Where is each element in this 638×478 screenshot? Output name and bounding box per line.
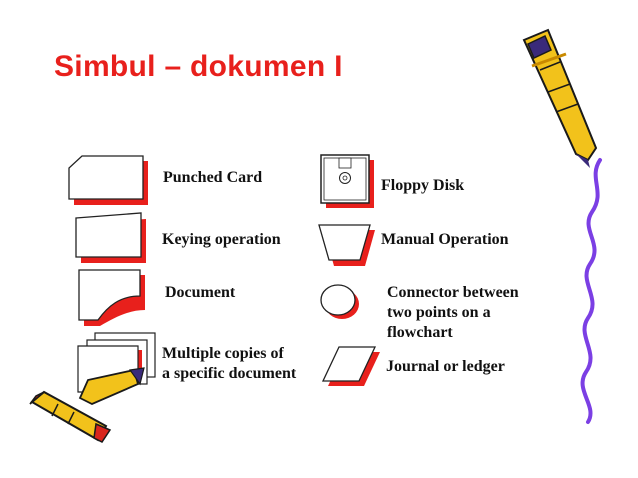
document-icon: [78, 269, 145, 326]
journal-ledger-label: Journal or ledger: [386, 358, 505, 375]
crayon-top-right-icon: [522, 28, 598, 168]
manual-operation-label: Manual Operation: [381, 231, 509, 248]
crayon-bottom-left-icon: [29, 390, 112, 443]
multiple-copies-label-line2: a specific document: [162, 365, 297, 382]
slide-title: Simbul – dokumen I: [54, 50, 343, 83]
manual-operation-icon: [318, 224, 375, 266]
punched-card-icon: [68, 155, 148, 205]
connector-label-line2: two points on a: [387, 304, 491, 321]
floppy-disk-icon: [320, 154, 374, 208]
connector-label-line3: flowchart: [387, 324, 453, 341]
journal-ledger-icon: [321, 346, 380, 386]
document-label: Document: [165, 284, 236, 301]
multiple-copies-label-line1: Multiple copies of: [162, 345, 284, 362]
connector-label-line1: Connector between: [387, 284, 519, 301]
crayon-bottom-left-2-icon: [78, 367, 145, 405]
punched-card-label: Punched Card: [163, 169, 263, 186]
wavy-line-decoration: [580, 158, 602, 424]
floppy-disk-label: Floppy Disk: [381, 177, 465, 194]
keying-operation-icon: [75, 212, 146, 263]
connector-icon: [320, 284, 359, 319]
keying-operation-label: Keying operation: [162, 231, 281, 248]
